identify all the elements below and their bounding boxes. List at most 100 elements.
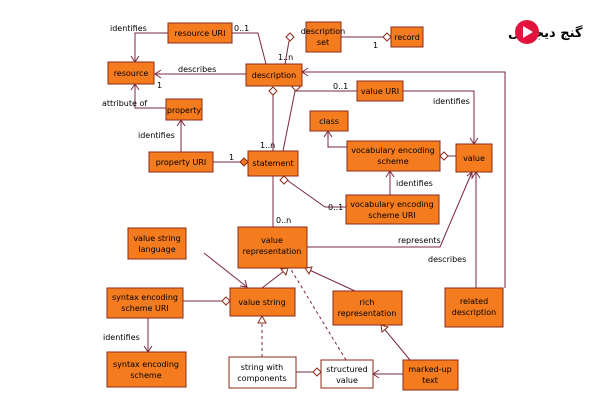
- edge-ves-class: [327, 131, 347, 148]
- node-ses-uri-line1: syntax encoding: [112, 293, 178, 302]
- aggregation-diamond: [439, 151, 449, 161]
- generalization-triangle: [380, 324, 390, 333]
- node-ves-uri[interactable]: [345, 194, 440, 225]
- play-triangle-icon: [523, 26, 533, 38]
- edge-marked-up-text-rich: [380, 324, 411, 361]
- node-value-representation-line1: value: [261, 236, 283, 245]
- aggregation-diamond: [279, 175, 289, 185]
- node-structured-value-line1: structured: [326, 365, 367, 374]
- label-multiplicity: 1: [229, 153, 234, 162]
- label-multiplicity: 0..1: [328, 203, 343, 212]
- node-syntax-encoding-scheme-uri[interactable]: [106, 287, 184, 319]
- node-value-uri-label: value URI: [361, 87, 399, 96]
- node-string-components-line1: string with: [241, 363, 283, 372]
- node-resource-uri-label: resource URI: [175, 29, 226, 38]
- node-marked-up-line1: marked-up: [408, 365, 451, 374]
- label-describes: describes: [178, 65, 216, 74]
- label-describes: describes: [428, 255, 466, 264]
- node-description-set-line1: description: [301, 27, 345, 36]
- node-value-string-label: value string: [238, 298, 285, 307]
- aggregation-diamond: [285, 32, 295, 42]
- node-class-label: class: [319, 117, 339, 126]
- generalization-triangle: [257, 314, 267, 324]
- edge-resource-uri-identifies-resource: [134, 32, 168, 62]
- node-structured-value[interactable]: [320, 359, 374, 389]
- node-ses-line1: syntax encoding: [113, 360, 179, 369]
- node-property-uri-label: property URI: [156, 158, 207, 167]
- node-resource-uri[interactable]: [167, 22, 233, 44]
- node-structured-value-line2: value: [336, 376, 358, 385]
- label-identifies: identifies: [103, 333, 140, 342]
- aggregation-diamond: [382, 32, 392, 42]
- generalization-triangle: [304, 266, 313, 276]
- node-record-label: record: [394, 33, 420, 42]
- generalization-triangle: [280, 267, 289, 277]
- node-value-representation-line2: representation: [243, 247, 302, 256]
- label-multiplicity: 0..1: [234, 24, 249, 33]
- node-value-string-language[interactable]: [127, 227, 187, 260]
- edges: [130, 32, 506, 379]
- node-value-string[interactable]: [229, 287, 296, 317]
- edge-property-attribute-of-resource: [134, 84, 166, 109]
- node-record[interactable]: [390, 26, 424, 48]
- edge-value-uri-identifies-value: [403, 90, 475, 144]
- node-ves-line1: vocabulary encoding: [351, 146, 435, 155]
- node-ves-uri-line2: scheme URI: [368, 211, 416, 220]
- node-value-uri[interactable]: [356, 80, 404, 102]
- arrowhead: [239, 279, 248, 288]
- node-property-label: property: [167, 106, 202, 115]
- node-vs-language-line2: language: [138, 245, 175, 254]
- node-rich-line2: representation: [338, 309, 397, 318]
- node-vs-language-line1: value string: [133, 234, 180, 243]
- node-marked-up-text[interactable]: [402, 359, 459, 391]
- edge-rich-representation-generalizes: [304, 267, 356, 292]
- aggregation-diamond: [221, 296, 231, 306]
- arrowhead: [154, 69, 162, 79]
- label-represents: represents: [398, 236, 441, 245]
- node-vocabulary-encoding-scheme[interactable]: [346, 140, 441, 172]
- node-value-representation[interactable]: [237, 226, 308, 269]
- node-ves-uri-line1: vocabulary encoding: [350, 200, 434, 209]
- node-related-description[interactable]: [444, 287, 504, 328]
- composition-diamond: [239, 157, 249, 167]
- edge-resource-uri-description: [232, 32, 267, 65]
- node-class[interactable]: [309, 110, 349, 132]
- label-multiplicity: 0..1: [333, 82, 348, 91]
- label-multiplicity: 1: [373, 41, 378, 50]
- edge-labels: identifies 0..1 1..n 1 describes 1 attri…: [102, 24, 470, 342]
- label-identifies: identifies: [396, 179, 433, 188]
- node-resource[interactable]: [107, 61, 155, 85]
- label-identifies: identifies: [433, 97, 470, 106]
- edge-statement-ves-uri: [283, 177, 346, 208]
- node-value-label: value: [463, 154, 485, 163]
- node-rich-representation[interactable]: [332, 290, 403, 326]
- edge-description-set-description: [284, 40, 290, 65]
- node-statement-label: statement: [252, 159, 293, 168]
- edge-related-description-describes: [302, 71, 506, 288]
- edge-statement-value-uri: [282, 90, 357, 152]
- node-description-set-line2: set: [317, 38, 329, 47]
- node-string-with-components[interactable]: [228, 356, 297, 389]
- aggregation-diamond: [268, 86, 278, 96]
- node-related-description-line2: description: [452, 308, 496, 317]
- node-value[interactable]: [455, 143, 493, 173]
- node-statement[interactable]: [247, 150, 299, 177]
- node-syntax-encoding-scheme[interactable]: [106, 351, 187, 388]
- node-description[interactable]: [245, 63, 303, 87]
- node-ses-uri-line2: scheme URI: [121, 304, 169, 313]
- label-attribute-of: attribute of: [102, 99, 147, 108]
- label-multiplicity: 1..n: [278, 53, 293, 62]
- label-multiplicity: 1..n: [260, 141, 275, 150]
- aggregation-diamond: [312, 367, 322, 377]
- node-property-uri[interactable]: [148, 151, 214, 173]
- node-ves-line2: scheme: [377, 157, 408, 166]
- watermark: گنج دیجیتال: [508, 20, 583, 44]
- node-marked-up-line2: text: [422, 376, 438, 385]
- node-description-set[interactable]: [305, 21, 342, 53]
- label-multiplicity: 1: [157, 81, 162, 90]
- edge-value-representation-represents-value: [307, 171, 473, 248]
- node-ses-line2: scheme: [130, 371, 161, 380]
- node-rich-line1: rich: [360, 298, 375, 307]
- node-property[interactable]: [165, 98, 203, 121]
